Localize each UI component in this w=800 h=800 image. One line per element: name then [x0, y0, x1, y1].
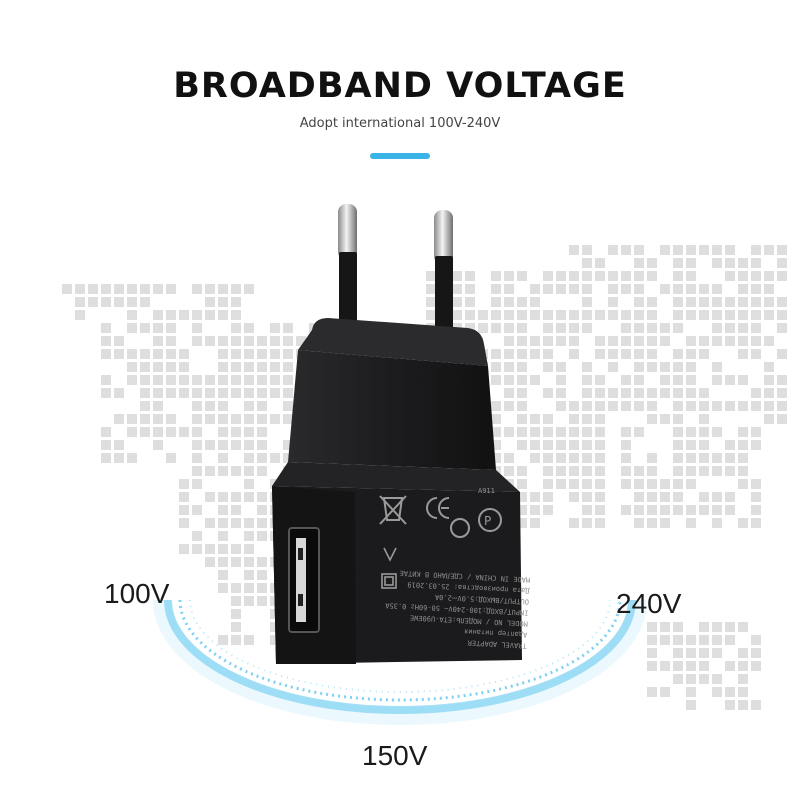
plug-pin-left	[338, 204, 357, 326]
usb-port-icon	[288, 527, 320, 633]
recycle-bin-icon	[379, 495, 407, 525]
ce-mark-icon	[426, 497, 450, 519]
adapter-label-line: TRAVEL ADAPTER	[467, 638, 527, 649]
adapter-model-code: A911	[478, 487, 495, 495]
eac-mark-icon	[450, 518, 470, 538]
voltage-label-150v: 150V	[362, 740, 428, 771]
accent-divider	[370, 153, 430, 159]
adapter-shoulder	[272, 462, 520, 492]
voltage-label-100v: 100V	[104, 578, 170, 609]
pct-mark-icon: P	[478, 508, 502, 532]
voltage-label-240v: 240V	[616, 588, 682, 619]
page-subtitle: Adopt international 100V-240V	[299, 116, 501, 131]
svg-text:P: P	[484, 514, 491, 528]
double-insulation-icon	[381, 547, 397, 589]
plug-pin-right	[434, 210, 453, 330]
adapter-upper-body	[288, 350, 496, 470]
page-title: BROADBAND VOLTAGE	[173, 66, 627, 106]
voltage-arc	[153, 599, 647, 725]
adapter-label-line: Адаптер питания	[464, 627, 528, 638]
